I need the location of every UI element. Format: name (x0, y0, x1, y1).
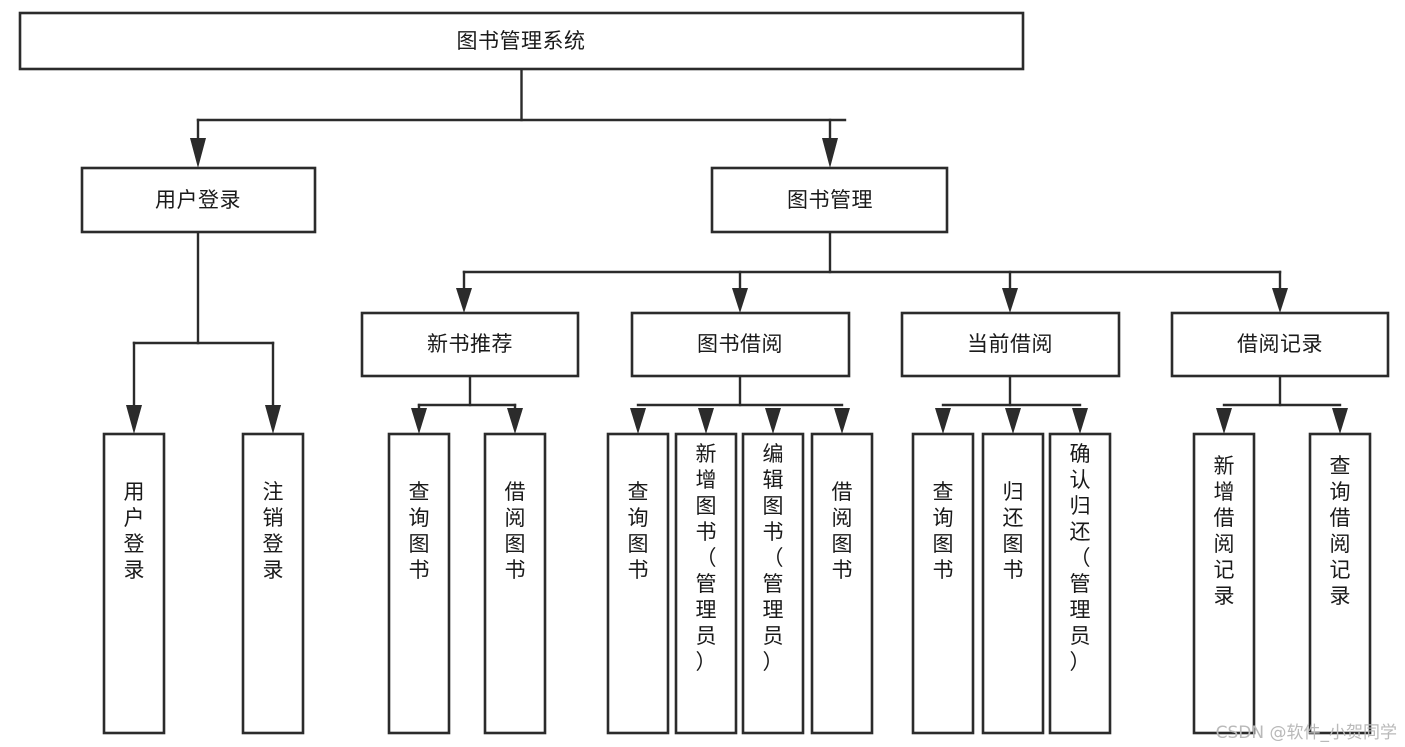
node-leaf-query-book-3[interactable]: 查询图书 (911, 432, 975, 735)
node-leaf-query-book-1-box[interactable] (387, 432, 451, 735)
node-user-login-box[interactable] (80, 166, 317, 234)
arrowhead-leaf-query-record (1332, 408, 1348, 434)
node-leaf-add-book-box[interactable] (674, 432, 738, 735)
arrowhead-leaf-user-login (126, 405, 142, 434)
node-user-login[interactable]: 用户登录 (80, 166, 317, 234)
node-leaf-confirm-return[interactable]: 确认归还（管理员） (1048, 432, 1112, 735)
node-leaf-confirm-return-label: 确认归还（管理员） (1070, 442, 1091, 674)
node-new-book-recommend-label: 新书推荐 (427, 332, 513, 356)
node-book-borrow-label: 图书借阅 (697, 332, 783, 356)
arrowhead-user-login (190, 138, 206, 168)
arrowhead-leaf-query-book-2 (630, 408, 646, 434)
arrowhead-leaf-confirm-return (1072, 408, 1088, 434)
node-root-label: 图书管理系统 (457, 29, 586, 53)
node-leaf-user-login-box[interactable] (102, 432, 166, 735)
connector-group-user-login (126, 230, 281, 434)
connector-group-current-borrow (935, 374, 1088, 434)
node-book-manage-label: 图书管理 (787, 188, 873, 212)
node-current-borrow-box[interactable] (900, 311, 1121, 378)
node-leaf-borrow-book-2[interactable]: 借阅图书 (810, 432, 874, 735)
node-leaf-return-book[interactable]: 归还图书 (981, 432, 1045, 735)
node-current-borrow[interactable]: 当前借阅 (900, 311, 1121, 378)
connector-group-root (190, 67, 847, 168)
arrowhead-borrow-record (1272, 288, 1288, 313)
node-leaf-add-book-label: 新增图书（管理员） (696, 442, 717, 674)
node-leaf-user-logout-box[interactable] (241, 432, 305, 735)
node-root-box[interactable] (18, 11, 1025, 71)
node-root[interactable]: 图书管理系统 (18, 11, 1025, 71)
node-leaf-add-record-label: 新增借阅记录 (1214, 454, 1235, 608)
arrowhead-book-manage (822, 138, 838, 168)
node-borrow-record-box[interactable] (1170, 311, 1390, 378)
node-leaf-confirm-return-box[interactable] (1048, 432, 1112, 735)
node-leaf-user-login[interactable]: 用户登录 (102, 432, 166, 735)
node-leaf-query-book-3-label: 查询图书 (933, 480, 954, 582)
node-leaf-edit-book-box[interactable] (741, 432, 805, 735)
arrowhead-leaf-edit-book (765, 408, 781, 434)
node-leaf-user-logout[interactable]: 注销登录 (241, 432, 305, 735)
node-leaf-query-book-3-box[interactable] (911, 432, 975, 735)
node-leaf-edit-book-label: 编辑图书（管理员） (763, 442, 784, 674)
node-leaf-query-record-box[interactable] (1308, 432, 1372, 735)
node-book-manage-box[interactable] (710, 166, 949, 234)
node-leaf-query-book-2-label: 查询图书 (628, 480, 649, 582)
node-leaf-query-record-label: 查询借阅记录 (1330, 454, 1351, 608)
node-leaf-add-record-box[interactable] (1192, 432, 1256, 735)
node-leaf-query-book-1-label: 查询图书 (409, 480, 430, 582)
node-leaf-borrow-book-1[interactable]: 借阅图书 (483, 432, 547, 735)
connector-group-book-borrow (630, 374, 850, 434)
node-leaf-return-book-label: 归还图书 (1003, 480, 1024, 582)
node-leaf-query-book-2[interactable]: 查询图书 (606, 432, 670, 735)
node-leaf-add-book[interactable]: 新增图书（管理员） (674, 432, 738, 735)
arrowhead-leaf-user-logout (265, 405, 281, 434)
arrowhead-leaf-borrow-book-2 (834, 408, 850, 434)
arrowhead-leaf-borrow-book-1 (507, 408, 523, 434)
node-leaf-borrow-book-1-box[interactable] (483, 432, 547, 735)
node-leaf-user-login-label: 用户登录 (124, 480, 145, 582)
node-leaf-query-book-2-box[interactable] (606, 432, 670, 735)
node-leaf-borrow-book-1-label: 借阅图书 (505, 480, 526, 582)
arrowhead-book-borrow (732, 288, 748, 313)
node-book-manage[interactable]: 图书管理 (710, 166, 949, 234)
arrowhead-leaf-return-book (1005, 408, 1021, 434)
connector-group-borrow-record (1216, 374, 1348, 434)
node-leaf-query-record[interactable]: 查询借阅记录 (1308, 432, 1372, 735)
arrowhead-new-book (456, 288, 472, 313)
node-new-book-recommend[interactable]: 新书推荐 (360, 311, 580, 378)
connector-group-new-book (411, 374, 523, 434)
node-user-login-label: 用户登录 (155, 188, 241, 212)
arrowhead-current-borrow (1002, 288, 1018, 313)
arrowhead-leaf-add-record (1216, 408, 1232, 434)
arrowhead-leaf-add-book (698, 408, 714, 434)
node-leaf-edit-book[interactable]: 编辑图书（管理员） (741, 432, 805, 735)
node-book-borrow-box[interactable] (630, 311, 851, 378)
arrowhead-leaf-query-book-1 (411, 408, 427, 434)
node-leaf-return-book-box[interactable] (981, 432, 1045, 735)
node-borrow-record[interactable]: 借阅记录 (1170, 311, 1390, 378)
node-leaf-borrow-book-2-label: 借阅图书 (832, 480, 853, 582)
node-leaf-add-record[interactable]: 新增借阅记录 (1192, 432, 1256, 735)
connector-group-book-manage (456, 230, 1288, 313)
node-leaf-borrow-book-2-box[interactable] (810, 432, 874, 735)
node-leaf-user-logout-label: 注销登录 (263, 480, 284, 582)
node-borrow-record-label: 借阅记录 (1237, 332, 1323, 356)
arrowhead-leaf-query-book-3 (935, 408, 951, 434)
node-current-borrow-label: 当前借阅 (967, 332, 1053, 356)
node-new-book-recommend-box[interactable] (360, 311, 580, 378)
node-book-borrow[interactable]: 图书借阅 (630, 311, 851, 378)
node-leaf-query-book-1[interactable]: 查询图书 (387, 432, 451, 735)
